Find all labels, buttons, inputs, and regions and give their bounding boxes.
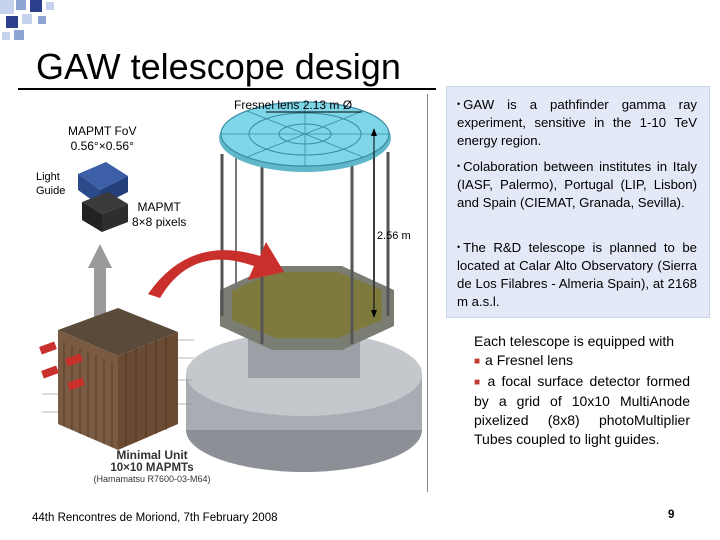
equipment-intro: Each telescope is equipped with	[474, 333, 675, 349]
up-arrow	[88, 244, 112, 268]
title-divider	[18, 88, 436, 90]
telescope-figure: Fresnel lens 2.13 m Ø MAPMT FoV 0.56°×0.…	[22, 94, 428, 492]
red-curved-arrow	[148, 242, 284, 298]
square-bullet-icon: ■	[474, 356, 481, 368]
light-guide-label: Light Guide	[36, 171, 66, 197]
corner-logo	[0, 0, 70, 44]
summary-box: •GAW is a pathfinder gamma ray experimen…	[446, 86, 710, 318]
fresnel-label: Fresnel lens 2.13 m Ø	[234, 98, 353, 112]
light-guide	[78, 162, 128, 190]
equipment-item-fresnel: ■a Fresnel lens	[474, 352, 573, 369]
bullet-gaw: •GAW is a pathfinder gamma ray experimen…	[457, 97, 697, 148]
telescope-illustration	[39, 101, 422, 472]
page-number: 9	[668, 509, 675, 521]
mapmt-label: MAPMT 8×8 pixels	[132, 200, 187, 229]
bullet-icon: •	[457, 242, 461, 252]
height-label: 2.56 m	[377, 230, 411, 242]
minimal-unit-label: Minimal Unit 10×10 MAPMTs (Hamamatsu R76…	[93, 448, 211, 484]
footer-text: 44th Rencontres de Moriond, 7th February…	[32, 512, 278, 524]
bullet-icon: •	[457, 161, 461, 171]
mapmt-fov-label: MAPMT FoV 0.56°×0.56°	[68, 124, 137, 153]
equipment-text: Each telescope is equipped with ■a Fresn…	[474, 332, 690, 450]
page-title: GAW telescope design	[36, 46, 401, 87]
bullet-location: •The R&D telescope is planned to be loca…	[457, 240, 697, 309]
bullet-icon: •	[457, 99, 461, 109]
mapmt	[82, 192, 128, 214]
square-bullet-icon: ■	[474, 376, 483, 388]
equipment-item-detector: ■a focal surface detector formed by a gr…	[474, 372, 690, 448]
bullet-collaboration: •Colaboration between institutes in Ital…	[457, 159, 697, 210]
